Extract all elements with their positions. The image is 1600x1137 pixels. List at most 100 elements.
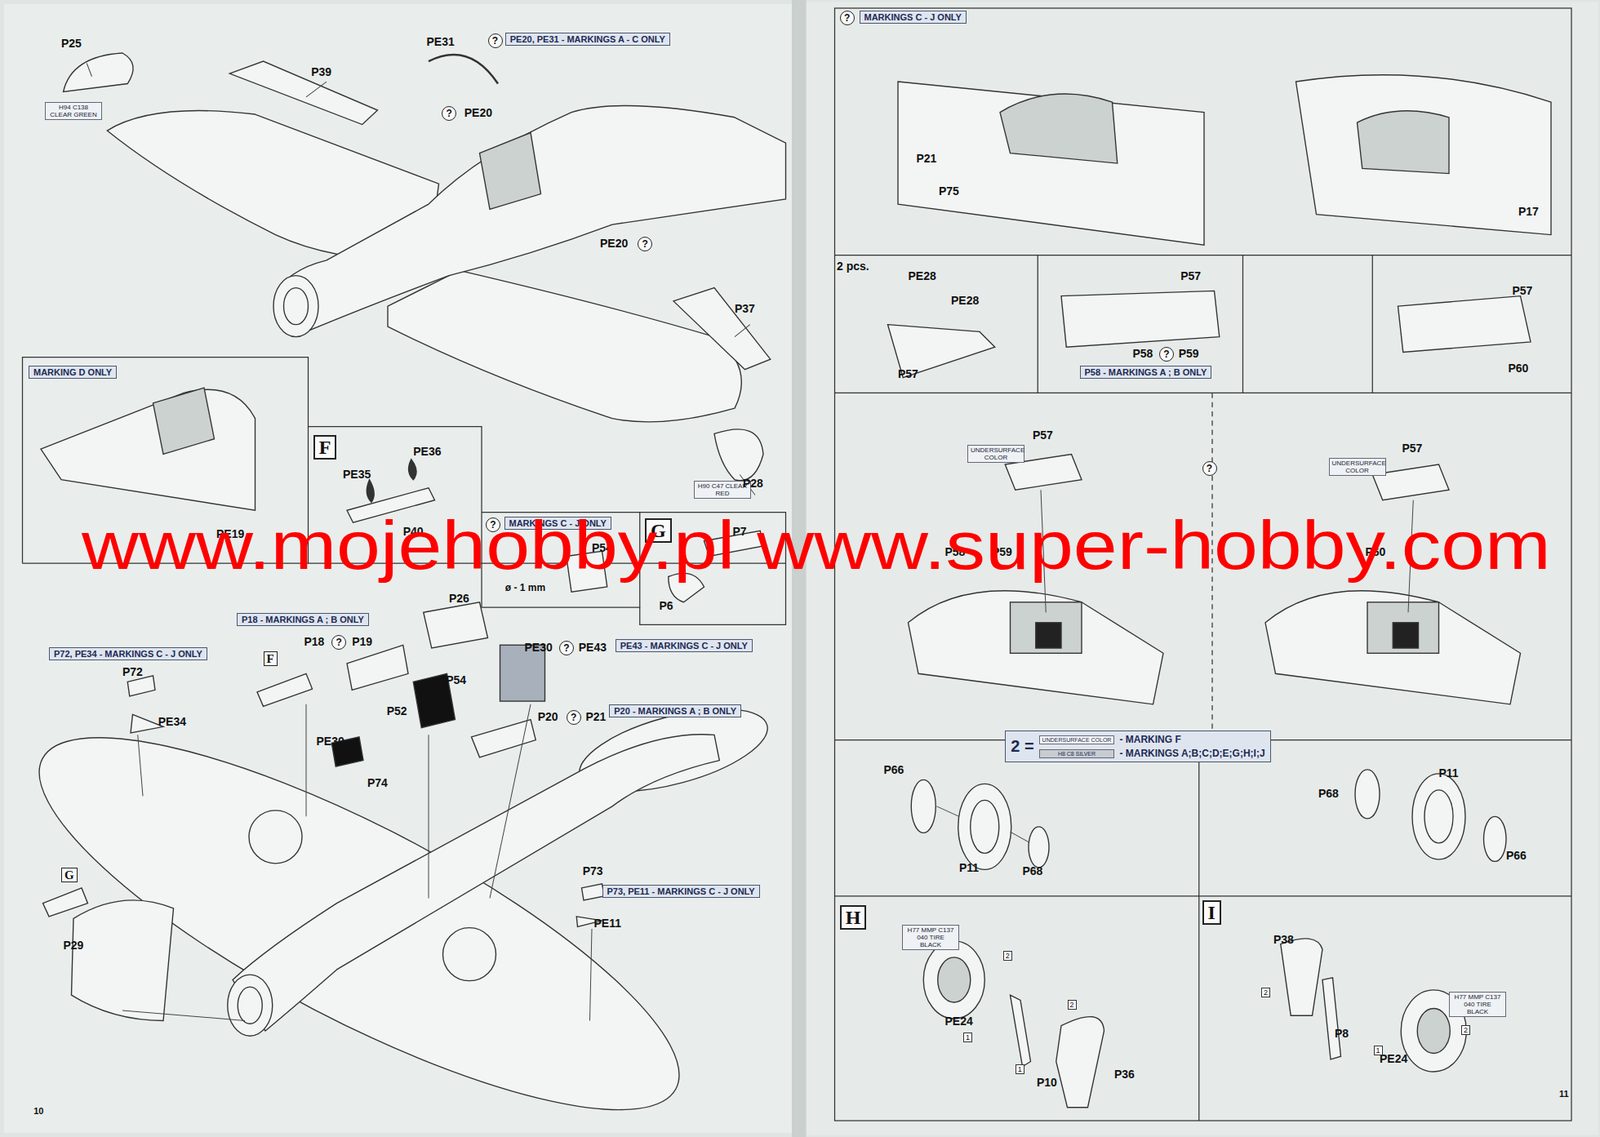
part-label: PE34: [158, 715, 187, 729]
part-label: P57: [1032, 428, 1054, 442]
node-text: P73, PE11 - MARKINGS C - J ONLY: [607, 886, 756, 897]
optional-mark: ?: [331, 635, 347, 650]
node-text: 2 =: [1010, 737, 1034, 756]
part-label: PE20: [464, 106, 493, 120]
part-label: P21: [586, 710, 607, 724]
node-text: G: [64, 868, 75, 882]
node-text: - MARKING F: [1119, 733, 1265, 746]
callout-number: 2: [1461, 1025, 1471, 1036]
part-label: P68: [1022, 864, 1044, 878]
node-text: F: [266, 652, 275, 666]
part-label: PE43: [578, 640, 607, 654]
part-label: P28: [742, 476, 764, 490]
part-label: P57: [1512, 284, 1534, 298]
part-label: P20: [537, 710, 559, 724]
part-label: P37: [734, 302, 756, 316]
node-text: F: [319, 436, 332, 458]
callout-number: 1: [1015, 1064, 1025, 1075]
part-label: P17: [1518, 204, 1539, 218]
node-text: MARKINGS C - J ONLY: [864, 12, 962, 23]
part-label: P57: [1180, 269, 1201, 283]
part-label: P60: [1508, 361, 1529, 375]
panel-letter: F: [313, 435, 338, 460]
part-label: P73: [582, 864, 604, 878]
part-label: PE11: [594, 916, 622, 930]
part-label: P6: [659, 599, 674, 613]
color-callout: H94 C138 CLEAR GREEN: [44, 102, 103, 120]
node-text: I: [1208, 902, 1216, 924]
node-text: H94 C138 CLEAR GREEN: [48, 103, 99, 119]
color-callout: H77 MMP C137 040 TIRE BLACK: [902, 924, 960, 951]
marking-note: P20 - MARKINGS A ; B ONLY: [608, 704, 742, 718]
part-label: P58: [1133, 346, 1154, 360]
node-text: P18 - MARKINGS A ; B ONLY: [241, 614, 365, 625]
part-label: P66: [1506, 848, 1527, 863]
optional-mark: ?: [840, 10, 855, 26]
part-label: PE24: [945, 1014, 974, 1028]
part-label: P18: [304, 635, 325, 649]
optional-mark: ?: [488, 33, 503, 49]
page-number: 11: [1559, 1088, 1569, 1099]
color-key: 2 = UNDERSURFACE COLOR- MARKING FH8 C8 SI…: [1004, 730, 1271, 763]
part-label: P74: [367, 776, 388, 790]
color-callout: UNDERSURFACE COLOR: [967, 444, 1025, 463]
part-label: P26: [448, 591, 470, 605]
part-label: PE28: [908, 269, 937, 283]
part-label: P36: [1114, 1067, 1135, 1081]
part-label: P11: [1439, 766, 1459, 780]
marking-note: MARKINGS C - J ONLY: [859, 10, 967, 24]
node-text: PE43 - MARKINGS C - J ONLY: [620, 640, 748, 651]
part-label: 2 pcs.: [836, 259, 870, 273]
optional-mark: ?: [1159, 346, 1174, 362]
part-label: PE31: [426, 35, 455, 49]
node-text: P72, PE34 - MARKINGS C - J ONLY: [53, 648, 203, 659]
node-text: UNDERSURFACE COLOR: [1332, 459, 1383, 475]
step-letter: G: [61, 867, 78, 883]
marking-note: PE43 - MARKINGS C - J ONLY: [615, 639, 753, 653]
part-label: P66: [884, 763, 905, 777]
part-label: PE24: [1379, 1052, 1408, 1066]
part-label: P59: [1178, 346, 1200, 360]
callout-number: 1: [1373, 1045, 1383, 1056]
node-text: UNDERSURFACE COLOR: [970, 446, 1022, 462]
panel-letter: H: [840, 905, 867, 930]
part-label: P19: [351, 635, 373, 649]
optional-mark: ?: [559, 640, 574, 656]
part-label: P52: [386, 704, 408, 718]
node-text: H8 C8 SILVER: [1039, 749, 1116, 759]
part-label: P72: [122, 665, 143, 679]
optional-mark: ?: [566, 710, 582, 725]
callout-number: 2: [1003, 951, 1013, 961]
part-label: P57: [1402, 441, 1423, 455]
part-label: P75: [938, 184, 960, 198]
optional-mark: ?: [1202, 461, 1218, 476]
part-label: P54: [445, 673, 467, 687]
part-label: P11: [959, 861, 979, 875]
dimension-label: ø - 1 mm: [505, 582, 546, 594]
node-text: H90 C47 CLEAR RED: [697, 482, 748, 498]
part-label: P39: [311, 65, 332, 79]
node-text: H77 MMP C137 040 TIRE BLACK: [905, 926, 956, 949]
part-label: PE35: [342, 467, 371, 481]
part-label: P21: [916, 151, 938, 165]
part-label: PE30: [316, 734, 345, 748]
part-label: P29: [63, 938, 85, 952]
marking-note: P73, PE11 - MARKINGS C - J ONLY: [602, 884, 760, 898]
color-callout: UNDERSURFACE COLOR: [1328, 457, 1387, 476]
part-label: PE36: [413, 444, 441, 458]
node-text: P58 - MARKINGS A ; B ONLY: [1084, 367, 1208, 378]
watermark: www.mojehobby.pl www.super-hobby.com: [81, 508, 1552, 583]
part-label: PE28: [951, 293, 979, 307]
marking-note: P18 - MARKINGS A ; B ONLY: [236, 613, 369, 627]
callout-number: 1: [963, 1032, 973, 1043]
node-text: UNDERSURFACE COLOR: [1039, 735, 1116, 745]
node-text: PE20, PE31 - MARKINGS A - C ONLY: [510, 34, 666, 45]
node-text: P20 - MARKINGS A ; B ONLY: [613, 706, 737, 716]
part-label: P57: [897, 367, 919, 381]
node-text: - MARKINGS A;B;C;D;E;G;H;I;J: [1119, 747, 1265, 760]
page-number: 10: [33, 1106, 44, 1116]
part-label: PE30: [524, 640, 553, 654]
marking-note: PE20, PE31 - MARKINGS A - C ONLY: [505, 32, 671, 46]
node-text: H77 MMP C137 040 TIRE BLACK: [1452, 993, 1503, 1016]
